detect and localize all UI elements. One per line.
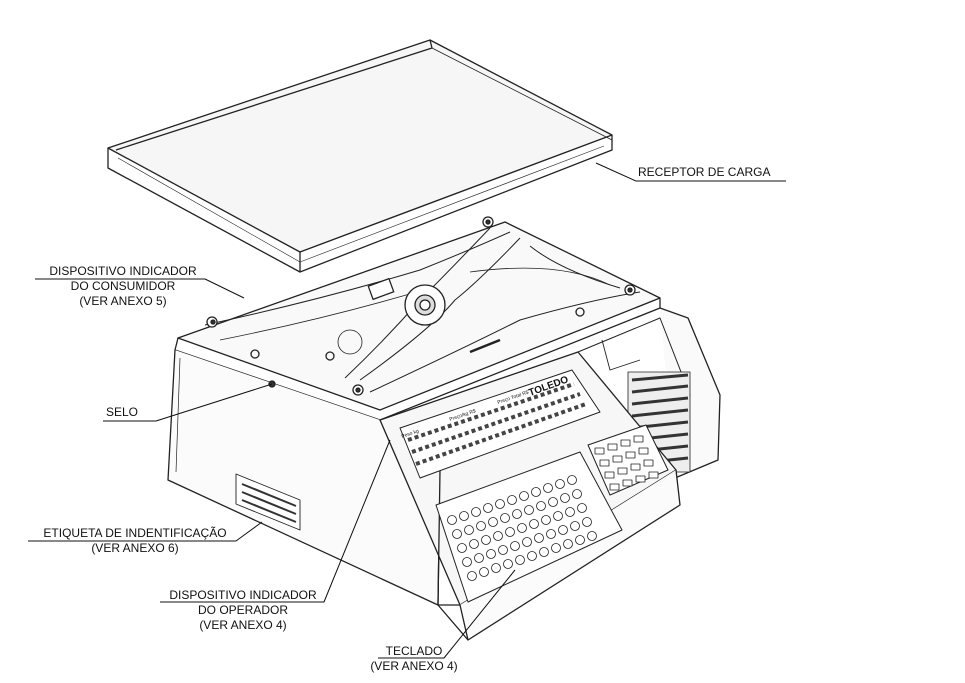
callout-dispositivo-consumidor: DISPOSITIVO INDICADOR DO CONSUMIDOR (VER… [38, 264, 208, 309]
load-receptor-tray [107, 39, 613, 273]
callout-line: RECEPTOR DE CARGA [638, 165, 771, 179]
callout-line: (VER ANEXO 4) [370, 659, 458, 673]
keypad-keys [447, 435, 659, 581]
callout-line: SELO [106, 405, 139, 419]
callout-line: (VER ANEXO 4) [199, 618, 287, 632]
leader-lines [28, 162, 786, 659]
identification-plate [235, 473, 301, 531]
callout-teclado: TECLADO (VER ANEXO 4) [364, 644, 464, 674]
callout-line: ETIQUETA DE INDENTIFICAÇÃO [43, 526, 227, 540]
callout-line: DO OPERADOR [197, 603, 288, 617]
base-top-frame [177, 216, 661, 411]
callout-line: DISPOSITIVO INDICADOR [169, 588, 317, 602]
callout-dispositivo-operador: DISPOSITIVO INDICADOR DO OPERADOR (VER A… [158, 588, 328, 633]
callout-etiqueta: ETIQUETA DE INDENTIFICAÇÃO (VER ANEXO 6) [30, 526, 240, 556]
callout-line: TECLADO [385, 644, 443, 658]
callout-line: DISPOSITIVO INDICADOR [49, 264, 197, 278]
callout-line: DO CONSUMIDOR [70, 279, 176, 293]
callout-line: (VER ANEXO 6) [91, 541, 179, 555]
callout-receptor-de-carga: RECEPTOR DE CARGA [638, 165, 770, 180]
display-caption-weight: Peso kg [401, 428, 420, 440]
callout-line: (VER ANEXO 5) [79, 294, 167, 308]
callout-selo: SELO [106, 405, 138, 420]
